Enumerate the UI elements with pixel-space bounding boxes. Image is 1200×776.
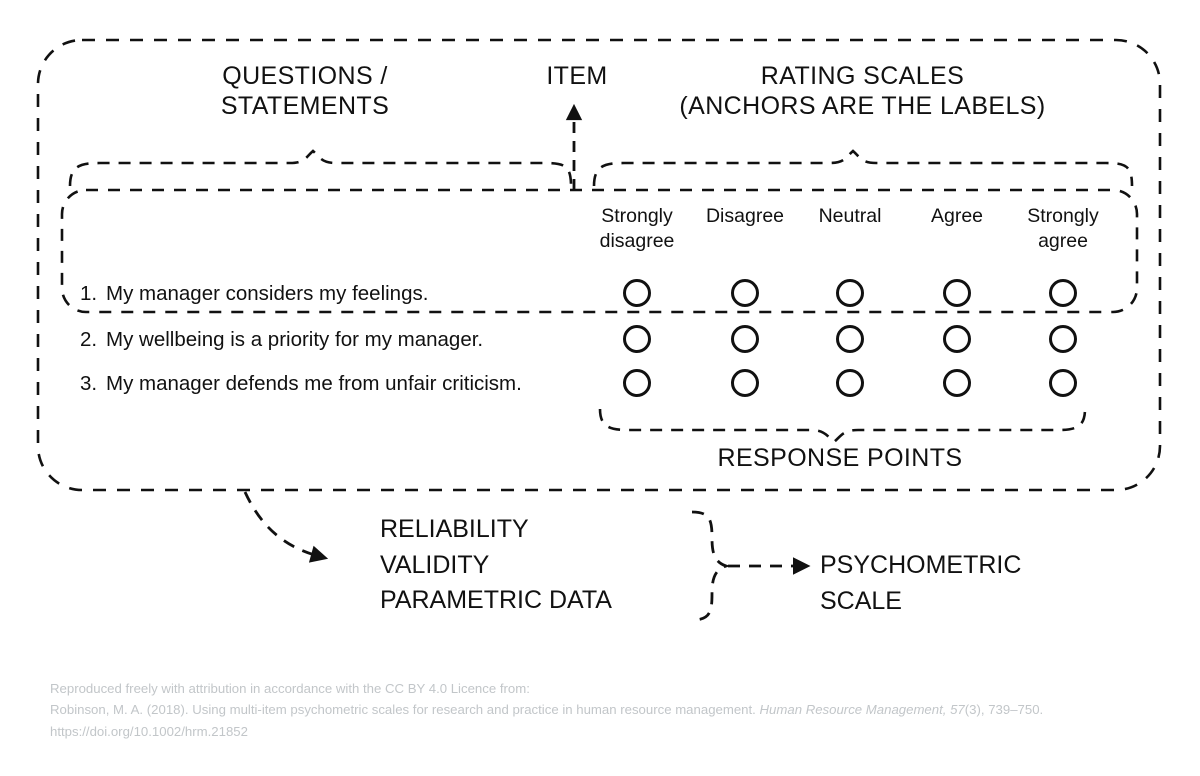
response-point-r2-c4[interactable]: [943, 325, 971, 353]
label-outcomes: RELIABILITY VALIDITY PARAMETRIC DATA: [380, 515, 612, 614]
arrow-to-outcomes: [243, 491, 329, 563]
label-psychometric-scale: PSYCHOMETRIC SCALE: [820, 551, 1022, 615]
anchor-label-neutral: Neutral: [818, 205, 882, 227]
response-point-r1-c1[interactable]: [623, 279, 651, 307]
response-point-r2-c2[interactable]: [731, 325, 759, 353]
anchor-label-strongly-agree: Strongly agree: [1027, 205, 1099, 252]
anchor-label-disagree: Disagree: [705, 205, 785, 227]
brace-outcomes-group: [691, 510, 731, 622]
statement-row-3: 3. My manager defends me from unfair cri…: [80, 370, 522, 397]
statement-number: 2.: [80, 328, 98, 351]
response-point-r1-c5[interactable]: [1049, 279, 1077, 307]
label-response-points: RESPONSE POINTS: [717, 444, 963, 472]
attribution-citation-text: Robinson, M. A. (2018). Using multi-item…: [50, 702, 760, 718]
attribution-block: Reproduced freely with attribution in ac…: [50, 678, 1043, 742]
header-questions-statements: QUESTIONS / STATEMENTS: [220, 62, 390, 120]
brace-questions-statements: [68, 149, 573, 187]
statement-text: My manager considers my feelings.: [106, 282, 429, 305]
header-item: ITEM: [546, 62, 608, 90]
anchor-label-strongly-disagree: Strongly disagree: [599, 205, 675, 252]
statement-number: 3.: [80, 372, 98, 395]
statement-text: My manager defends me from unfair critic…: [106, 372, 522, 395]
response-point-r3-c5[interactable]: [1049, 369, 1077, 397]
brace-rating-scales: [592, 149, 1134, 187]
brace-response-points: [598, 408, 1087, 444]
response-point-r3-c1[interactable]: [623, 369, 651, 397]
statement-number: 1.: [80, 282, 98, 305]
header-rating-scales: RATING SCALES (ANCHORS ARE THE LABELS): [679, 62, 1046, 120]
response-point-r2-c1[interactable]: [623, 325, 651, 353]
response-point-r1-c3[interactable]: [836, 279, 864, 307]
statement-row-1: 1. My manager considers my feelings.: [80, 280, 428, 307]
anchor-label-agree: Agree: [930, 205, 984, 227]
response-point-r1-c4[interactable]: [943, 279, 971, 307]
response-point-r3-c3[interactable]: [836, 369, 864, 397]
attribution-doi-link[interactable]: https://doi.org/10.1002/hrm.21852: [50, 723, 248, 739]
response-point-r3-c4[interactable]: [943, 369, 971, 397]
response-point-r2-c5[interactable]: [1049, 325, 1077, 353]
response-point-r3-c2[interactable]: [731, 369, 759, 397]
attribution-journal-title: Human Resource Management, 57: [759, 702, 965, 718]
attribution-line-1: Reproduced freely with attribution in ac…: [50, 681, 530, 696]
response-point-r2-c3[interactable]: [836, 325, 864, 353]
response-point-r1-c2[interactable]: [731, 279, 759, 307]
statement-row-2: 2. My wellbeing is a priority for my man…: [80, 326, 483, 353]
attribution-citation-pages: (3), 739–750.: [964, 702, 1044, 718]
statement-text: My wellbeing is a priority for my manage…: [106, 328, 484, 351]
attribution-line-2: Robinson, M. A. (2018). Using multi-item…: [50, 699, 1043, 720]
